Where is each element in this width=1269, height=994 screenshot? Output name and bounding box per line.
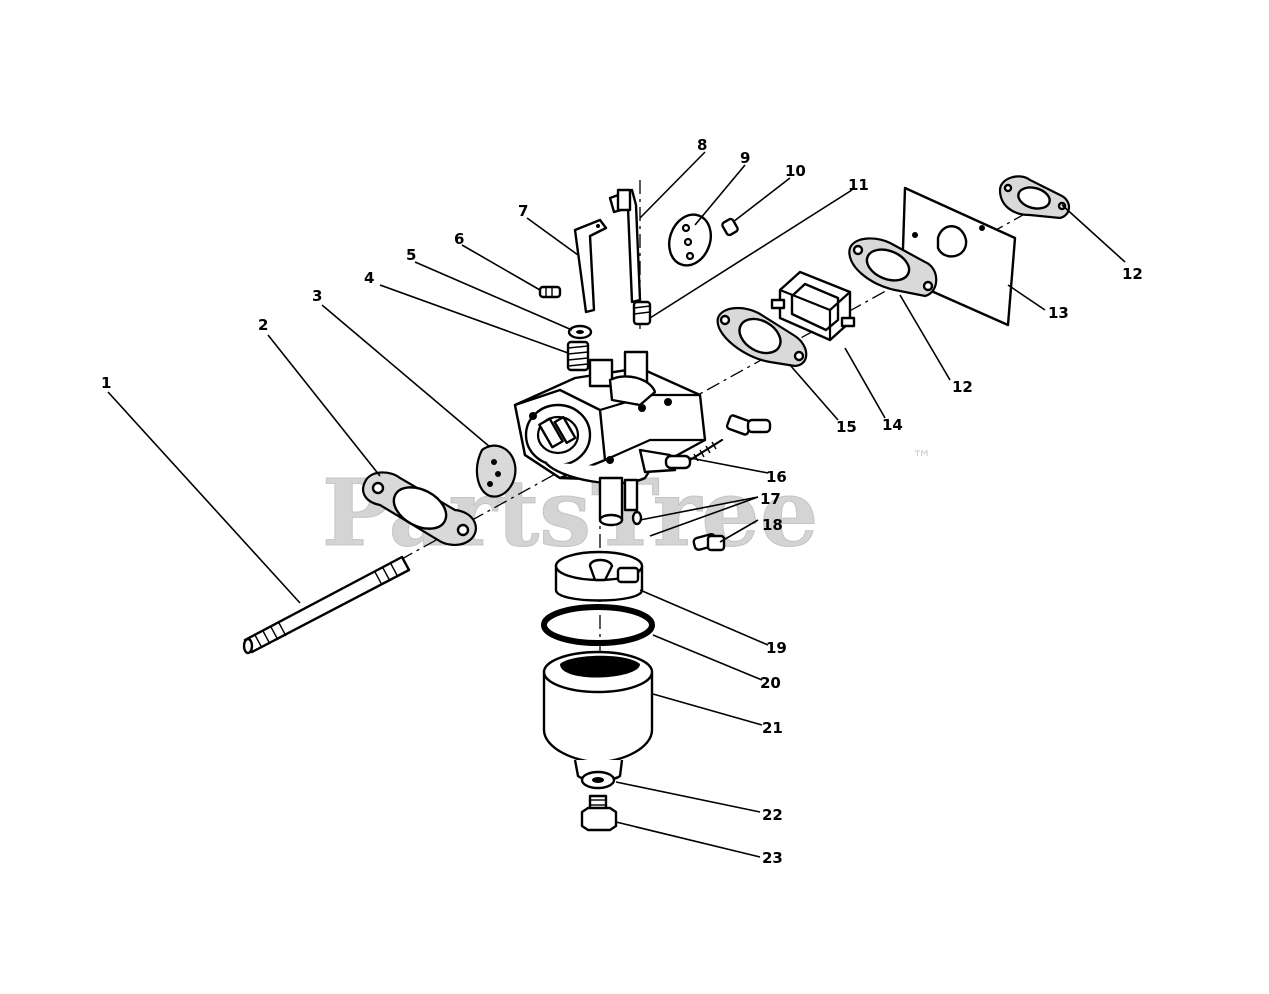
part-15-gasket: [716, 307, 808, 368]
part-19-float: [554, 550, 644, 602]
part-2-gasket: [362, 471, 477, 546]
callout-1: 1: [101, 374, 111, 392]
callout-9: 9: [740, 149, 750, 167]
part-7-lever: [573, 218, 608, 314]
callout-22: 22: [762, 806, 783, 824]
watermark-trademark: ™: [912, 446, 932, 470]
callout-19: 19: [766, 639, 787, 657]
part-21-float-bowl: [542, 650, 654, 782]
carburetor-body: [513, 350, 707, 527]
callout-23: 23: [762, 849, 783, 867]
callout-labels: 1 2 3 4 5 6 7 8 9 10 11 12 12 13 14 15 1…: [101, 136, 1143, 867]
callout-12-middle: 12: [952, 378, 973, 396]
part-9-choke-plate: [668, 213, 712, 267]
callout-12-upper: 12: [1122, 265, 1143, 283]
part-5-washer: [567, 324, 593, 340]
part-3-throttle-plate: [475, 444, 517, 498]
part-16-pin: [688, 438, 724, 462]
leader-lines: [107, 151, 1126, 858]
part-11-fitting: [632, 300, 652, 326]
part-1-stud: [242, 555, 411, 655]
part-4-spring: [566, 340, 590, 372]
callout-14: 14: [882, 416, 903, 434]
part-12-gasket-middle: [848, 237, 938, 298]
part-6-screw: [538, 285, 562, 299]
part-13-plate: [900, 186, 1017, 327]
callout-18: 18: [762, 516, 783, 534]
part-17-o-ring: [631, 510, 643, 526]
part-18-screw: [692, 533, 726, 552]
part-20-bowl-gasket: [541, 604, 655, 646]
callout-4: 4: [364, 269, 374, 287]
callout-17: 17: [760, 490, 781, 508]
part-23-bowl-nut: [580, 794, 618, 832]
callout-16: 16: [766, 468, 787, 486]
idle-screw: [725, 414, 772, 436]
part-14-spacer: [770, 270, 856, 342]
callout-21: 21: [762, 719, 783, 737]
callout-3: 3: [312, 287, 322, 305]
callout-2: 2: [258, 316, 268, 334]
callout-20: 20: [760, 674, 781, 692]
callout-13: 13: [1048, 304, 1069, 322]
callout-15: 15: [836, 418, 857, 436]
callout-5: 5: [406, 246, 416, 264]
callout-8: 8: [697, 136, 707, 154]
part-8-choke-shaft: [608, 188, 642, 304]
callout-10: 10: [785, 162, 806, 180]
callout-7: 7: [518, 202, 528, 220]
part-10-screw: [721, 217, 739, 237]
callout-6: 6: [454, 230, 464, 248]
callout-11: 11: [848, 176, 869, 194]
part-12-gasket-upper: [998, 175, 1071, 220]
part-22-washer: [580, 770, 616, 790]
